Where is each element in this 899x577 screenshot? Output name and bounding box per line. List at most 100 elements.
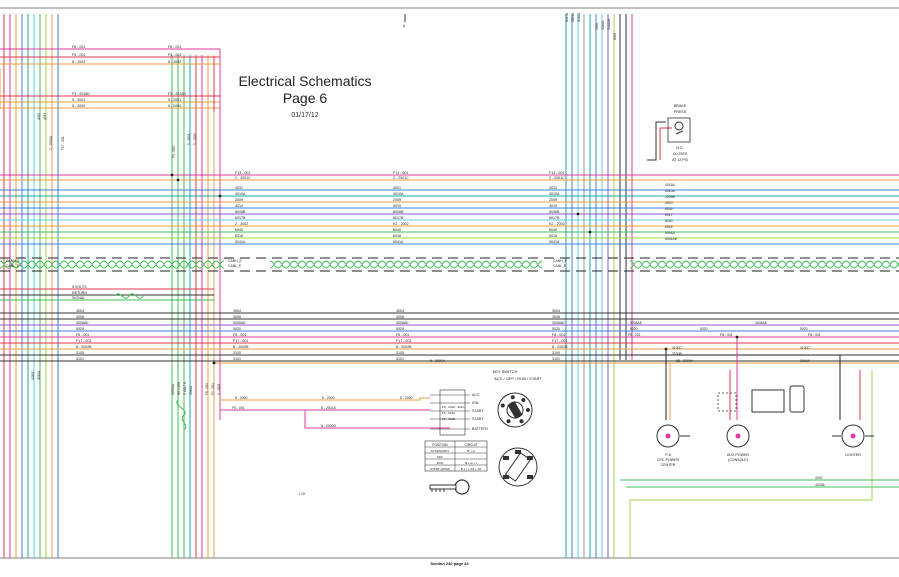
- low-bus-label: F8 - 001: [76, 333, 89, 337]
- ks-rear-terminal: [527, 475, 533, 479]
- mid-bus-label: F13 - 001: [549, 171, 564, 175]
- schematic-title: Electrical Schematics Page 6 01/17/12: [205, 73, 405, 119]
- mid-bus-label: 2 - 2002: [235, 222, 248, 226]
- misc-wire-label: 3100B: [672, 352, 683, 356]
- low-bus-label: F8 - 001: [396, 333, 409, 337]
- low-bus-label: 3006AE: [233, 321, 246, 325]
- sheet-mark-u: U: [403, 24, 406, 28]
- low-bus-label: F17 - 001: [76, 339, 91, 343]
- trunk-vertical-label: 6004A: [571, 12, 575, 22]
- component-layer: [424, 117, 874, 495]
- outlet-label: AUX POWER: [727, 453, 749, 457]
- low-bus-label: F8 - 001: [552, 333, 565, 337]
- outlet-center-pin: [665, 433, 671, 439]
- mid-bus-label: 4010: [393, 204, 401, 208]
- low-bus-label: 3006AE: [552, 321, 565, 325]
- key-switch-pin: [521, 398, 526, 403]
- ks-table-head: CIRCUIT: [465, 443, 478, 447]
- low-bus-label: 5020: [76, 327, 84, 331]
- low-bus-label: 3006AE: [76, 321, 89, 325]
- low-bus-label: 8 - 2002B: [396, 345, 412, 349]
- trunk-vertical-label: 2 - 2000A: [49, 135, 53, 150]
- mid-bus-label: 4010: [235, 204, 243, 208]
- low-bus-label: 3101: [233, 357, 241, 361]
- mid-bus-label: 2 - 2001C: [393, 176, 409, 180]
- junction-dot: [735, 335, 739, 339]
- mid-bus-label: 2009: [235, 198, 243, 202]
- low-bus-label: F8 - 001: [808, 333, 821, 337]
- mid-bus-label: 6040: [235, 228, 243, 232]
- ks-wire-label: F5 - 001A: [442, 411, 455, 415]
- title-date: 01/17/12: [291, 112, 319, 119]
- can-twisted-pair: [269, 260, 543, 269]
- key-switch-title: KEY SWITCH: [493, 369, 518, 374]
- ks-table-cell: START (MOM): [430, 467, 450, 471]
- ks-wire-label: 8 - 2000: [235, 396, 248, 400]
- can-twisted-pair: [0, 260, 225, 269]
- trunk-vertical-label: 5 - 2001: [187, 133, 191, 145]
- ks-wire-label: 8 - 2000B: [321, 424, 336, 428]
- low-bus-label: 3100: [552, 351, 560, 355]
- can-label: CANL_E: [6, 264, 20, 268]
- right-bus-label: 2009B: [665, 195, 676, 199]
- top-bus-label-right: 5 - 2001: [168, 98, 181, 102]
- top-bus-label-right: F5 - 001: [168, 53, 181, 57]
- trunk-vertical-label: 6017A: [565, 12, 569, 22]
- trunk-vertical-label: 2 - 2001: [217, 383, 221, 395]
- outlet-center-pin: [850, 433, 856, 439]
- mid-bus-label: 4031: [235, 186, 243, 190]
- mid-bus-label: 6018: [235, 234, 243, 238]
- lighter-outlet: [841, 424, 865, 448]
- can-label: CANL_E: [228, 264, 242, 268]
- top-bus-label-left: 5 - 2000: [72, 104, 85, 108]
- can-label: CANL_E: [553, 264, 567, 268]
- ks-table-frame: [424, 440, 488, 472]
- key-icon: [429, 479, 470, 495]
- trunk-vertical-label: 5020AB: [607, 19, 611, 30]
- mid-bus-label: 4010: [549, 204, 557, 208]
- mid-bus-label: 4031: [549, 186, 557, 190]
- trunk-vertical-label: 6030: [613, 33, 617, 40]
- mid-bus-label: 5041A: [393, 240, 404, 244]
- brake-title: BRAKE: [674, 104, 687, 108]
- mid-bus-label: F13 - 001: [235, 171, 250, 175]
- low-bus-label: 5020: [396, 327, 404, 331]
- junction-dot: [218, 194, 222, 198]
- right-bus-label: 4016A: [665, 183, 676, 187]
- low-bus-label: 3101: [396, 357, 404, 361]
- ks-rear-lug: [504, 452, 532, 482]
- low-bus-label: F17 - 001: [552, 339, 567, 343]
- trunk-vertical-label: 5 - 2000: [193, 133, 197, 145]
- trunk-vertical-label: 5040A: [189, 385, 193, 395]
- trunk-vertical-label: F9 - 001: [172, 146, 176, 158]
- trunk-vertical-label: RETURN: [177, 381, 181, 395]
- mid-bus-label: 5041A: [235, 240, 246, 244]
- ks-table-head: POSITION: [432, 443, 448, 447]
- right-bus-label: 5041A: [665, 231, 676, 235]
- low-bus-label: 3004: [233, 309, 241, 313]
- brake-lead: [647, 121, 666, 161]
- ks-terminal-label: IGN: [472, 401, 479, 405]
- cpc-power-center-outlet: [656, 424, 680, 448]
- aux-plug-housing: [751, 389, 785, 413]
- ks-table-cell: B + R + I: [465, 461, 477, 465]
- page-footer: Section 240 page 44: [430, 561, 469, 566]
- low-bus-label: 3006: [233, 315, 241, 319]
- low-bus-label: 5020: [700, 327, 708, 331]
- low-bus-label: 5020: [630, 327, 638, 331]
- key-switch-pin: [510, 395, 515, 400]
- key-switch-terminal-block: [439, 389, 466, 436]
- outlet-label: P-8: [665, 453, 671, 457]
- key-switch-pin: [506, 419, 511, 424]
- low-bus-label: 3004: [552, 309, 560, 313]
- feed-3100: [630, 354, 841, 420]
- right-bus-label: 6040: [665, 219, 673, 223]
- can-label: CANH_E: [6, 259, 20, 263]
- junction-dot: [588, 230, 592, 234]
- junction-dot: [664, 347, 668, 351]
- trunk-vertical-label: SIGNAL: [171, 383, 175, 395]
- ks-rear-terminal: [503, 456, 509, 460]
- top-bus-label-left: F5 - 001: [72, 53, 85, 57]
- can-label: CANH_E: [228, 259, 242, 263]
- aux-plug-cap: [789, 385, 805, 413]
